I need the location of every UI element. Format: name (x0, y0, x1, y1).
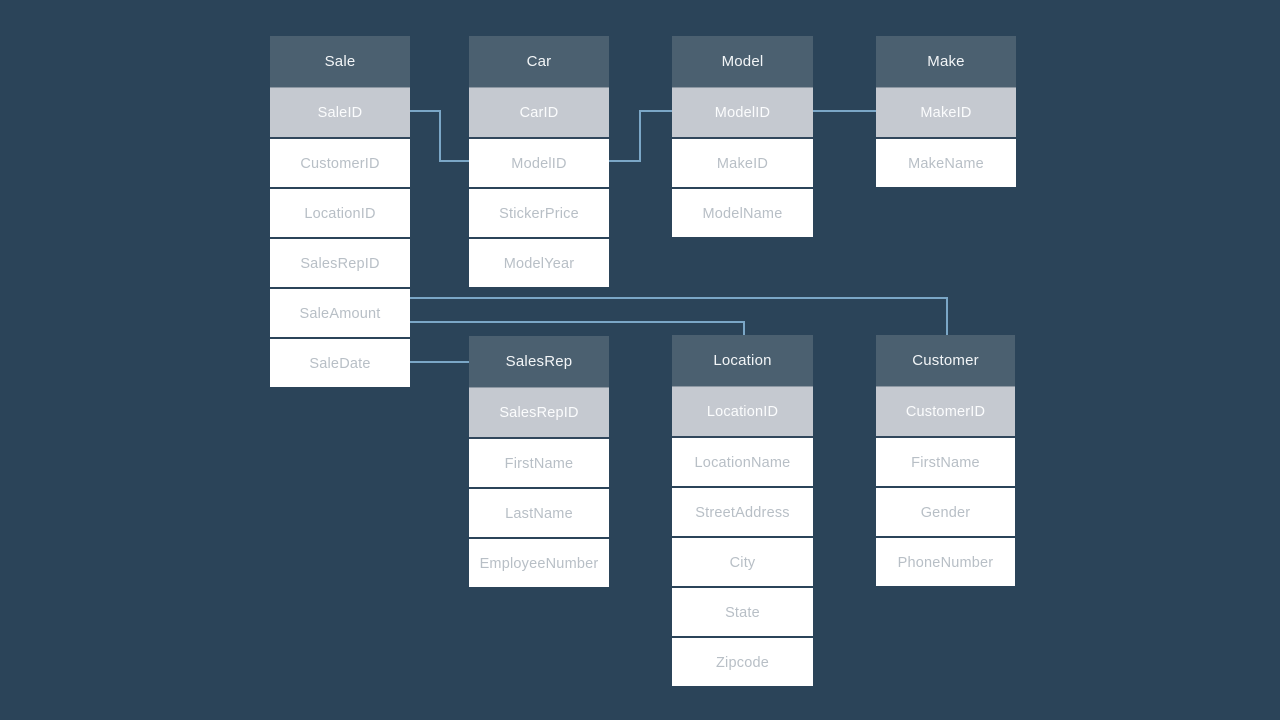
field-car-3[interactable]: ModelYear (469, 237, 609, 287)
primary-key-field-customer-0[interactable]: CustomerID (876, 386, 1015, 436)
field-sale-2[interactable]: LocationID (270, 187, 410, 237)
field-make-1[interactable]: MakeName (876, 137, 1016, 187)
field-car-2[interactable]: StickerPrice (469, 187, 609, 237)
entity-title-sale: Sale (270, 36, 410, 87)
field-car-1[interactable]: ModelID (469, 137, 609, 187)
rel-car-sale (410, 110, 469, 162)
field-location-5[interactable]: Zipcode (672, 636, 813, 686)
field-sale-4[interactable]: SaleAmount (270, 287, 410, 337)
entity-title-make: Make (876, 36, 1016, 87)
field-model-1[interactable]: MakeID (672, 137, 813, 187)
field-salesrep-1[interactable]: FirstName (469, 437, 609, 487)
field-salesrep-2[interactable]: LastName (469, 487, 609, 537)
rel-sale-customer (410, 297, 948, 335)
rel-sale-location (410, 321, 745, 335)
primary-key-field-model-0[interactable]: ModelID (672, 87, 813, 137)
field-customer-2[interactable]: Gender (876, 486, 1015, 536)
primary-key-field-location-0[interactable]: LocationID (672, 386, 813, 436)
field-sale-3[interactable]: SalesRepID (270, 237, 410, 287)
entity-title-location: Location (672, 335, 813, 386)
entity-title-salesrep: SalesRep (469, 336, 609, 387)
field-customer-1[interactable]: FirstName (876, 436, 1015, 486)
field-customer-3[interactable]: PhoneNumber (876, 536, 1015, 586)
entity-title-car: Car (469, 36, 609, 87)
primary-key-field-make-0[interactable]: MakeID (876, 87, 1016, 137)
field-salesrep-3[interactable]: EmployeeNumber (469, 537, 609, 587)
field-sale-1[interactable]: CustomerID (270, 137, 410, 187)
field-location-4[interactable]: State (672, 586, 813, 636)
field-sale-5[interactable]: SaleDate (270, 337, 410, 387)
field-location-1[interactable]: LocationName (672, 436, 813, 486)
rel-model-car (609, 110, 672, 162)
primary-key-field-car-0[interactable]: CarID (469, 87, 609, 137)
field-model-2[interactable]: ModelName (672, 187, 813, 237)
field-location-3[interactable]: City (672, 536, 813, 586)
field-location-2[interactable]: StreetAddress (672, 486, 813, 536)
entity-title-customer: Customer (876, 335, 1015, 386)
primary-key-field-salesrep-0[interactable]: SalesRepID (469, 387, 609, 437)
entity-title-model: Model (672, 36, 813, 87)
primary-key-field-sale-0[interactable]: SaleID (270, 87, 410, 137)
